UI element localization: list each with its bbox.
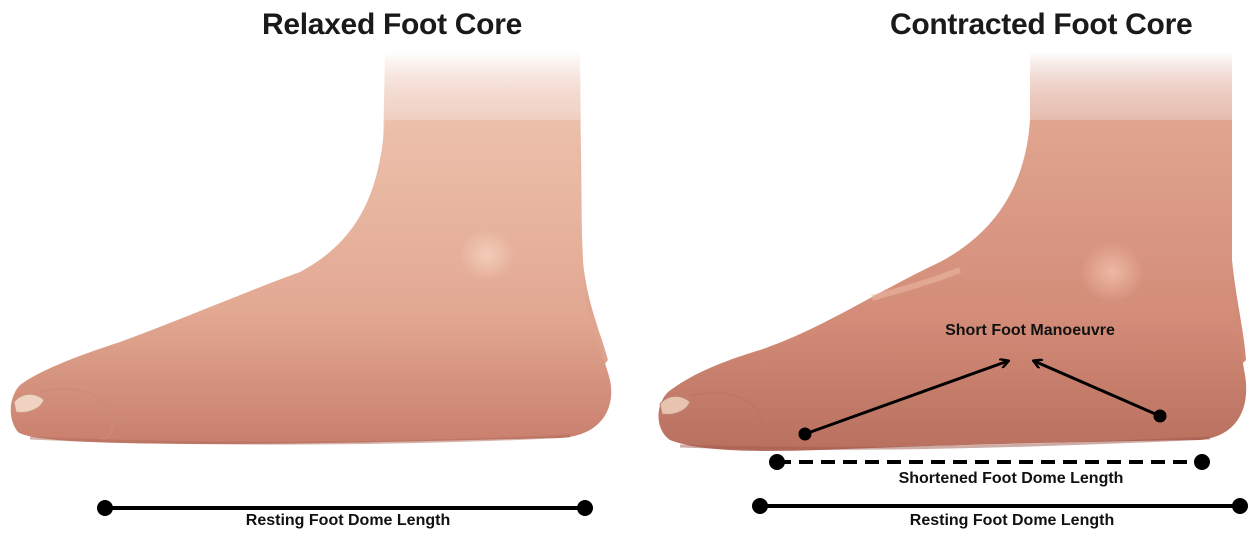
right-resting-end-dot [1232, 498, 1248, 514]
relaxed-foot [11, 120, 611, 444]
contracted-ankle-bone [1080, 242, 1144, 302]
relaxed-foot-core-title: Relaxed Foot Core [262, 8, 522, 42]
shortened-start-dot [769, 454, 785, 470]
foot-contracted-illustration [658, 52, 1246, 451]
short-foot-manoeuvre-label: Short Foot Manoeuvre [904, 322, 1156, 340]
shortened-end-dot [1194, 454, 1210, 470]
left-resting-start-dot [97, 500, 113, 516]
shortened-foot-dome-length-label: Shortened Foot Dome Length [872, 470, 1150, 488]
foot-relaxed-illustration [11, 52, 611, 444]
contracted-foot-core-title: Contracted Foot Core [890, 8, 1192, 42]
shortened-length-line [769, 454, 1210, 470]
right-resting-foot-dome-length-label: Resting Foot Dome Length [888, 512, 1136, 530]
right-resting-start-dot [752, 498, 768, 514]
left-resting-end-dot [577, 500, 593, 516]
front-arrow-dot [799, 428, 812, 441]
left-resting-foot-dome-length-label: Resting Foot Dome Length [242, 512, 454, 530]
relaxed-ankle-bone [459, 229, 515, 281]
rear-arrow-dot [1154, 410, 1167, 423]
